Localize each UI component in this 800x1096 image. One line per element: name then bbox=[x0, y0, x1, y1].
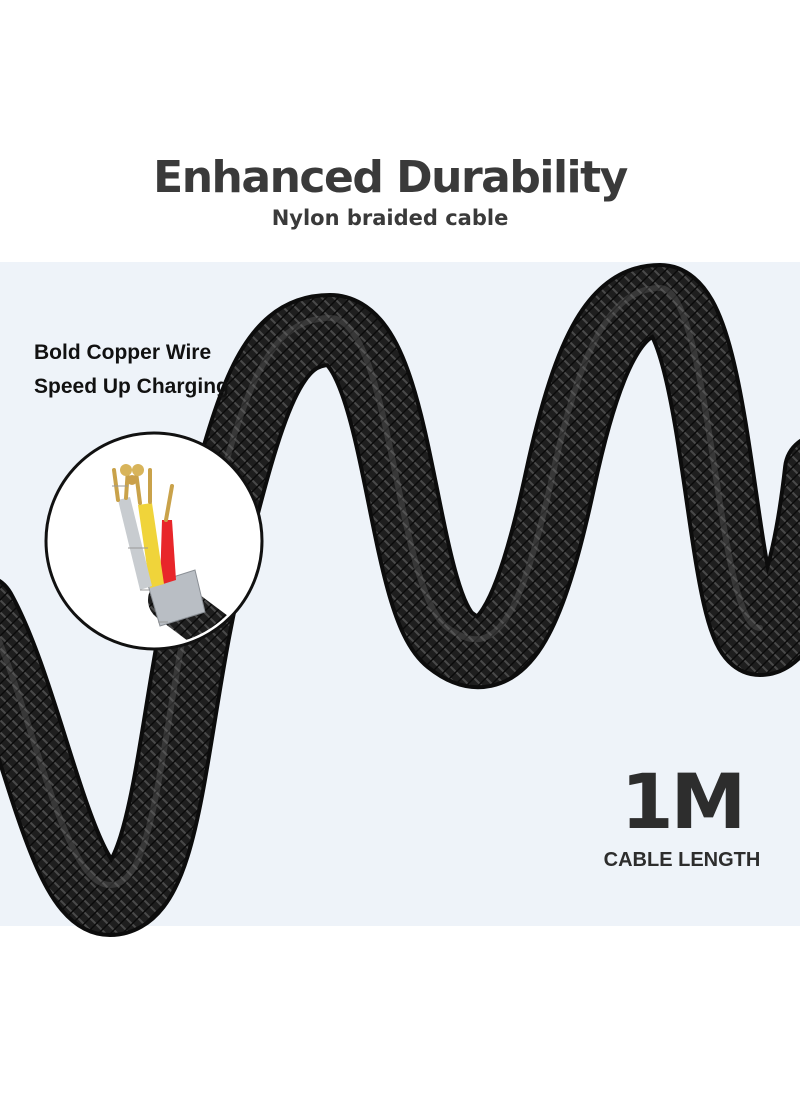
feature-line-2: Speed Up Charging bbox=[34, 375, 229, 398]
braided-cable bbox=[0, 262, 800, 938]
wire-closeup-lens bbox=[44, 431, 264, 651]
cable-length-value: 1M bbox=[620, 757, 747, 846]
header: Enhanced Durability Nylon braided cable bbox=[0, 0, 800, 262]
cable-length-label: CABLE LENGTH bbox=[603, 849, 761, 871]
page-subtitle: Nylon braided cable bbox=[271, 206, 509, 230]
page-title: Enhanced Durability bbox=[153, 152, 628, 203]
feature-callout: Bold Copper Wire Speed Up Charging bbox=[34, 336, 229, 404]
feature-line-1: Bold Copper Wire bbox=[34, 341, 212, 364]
